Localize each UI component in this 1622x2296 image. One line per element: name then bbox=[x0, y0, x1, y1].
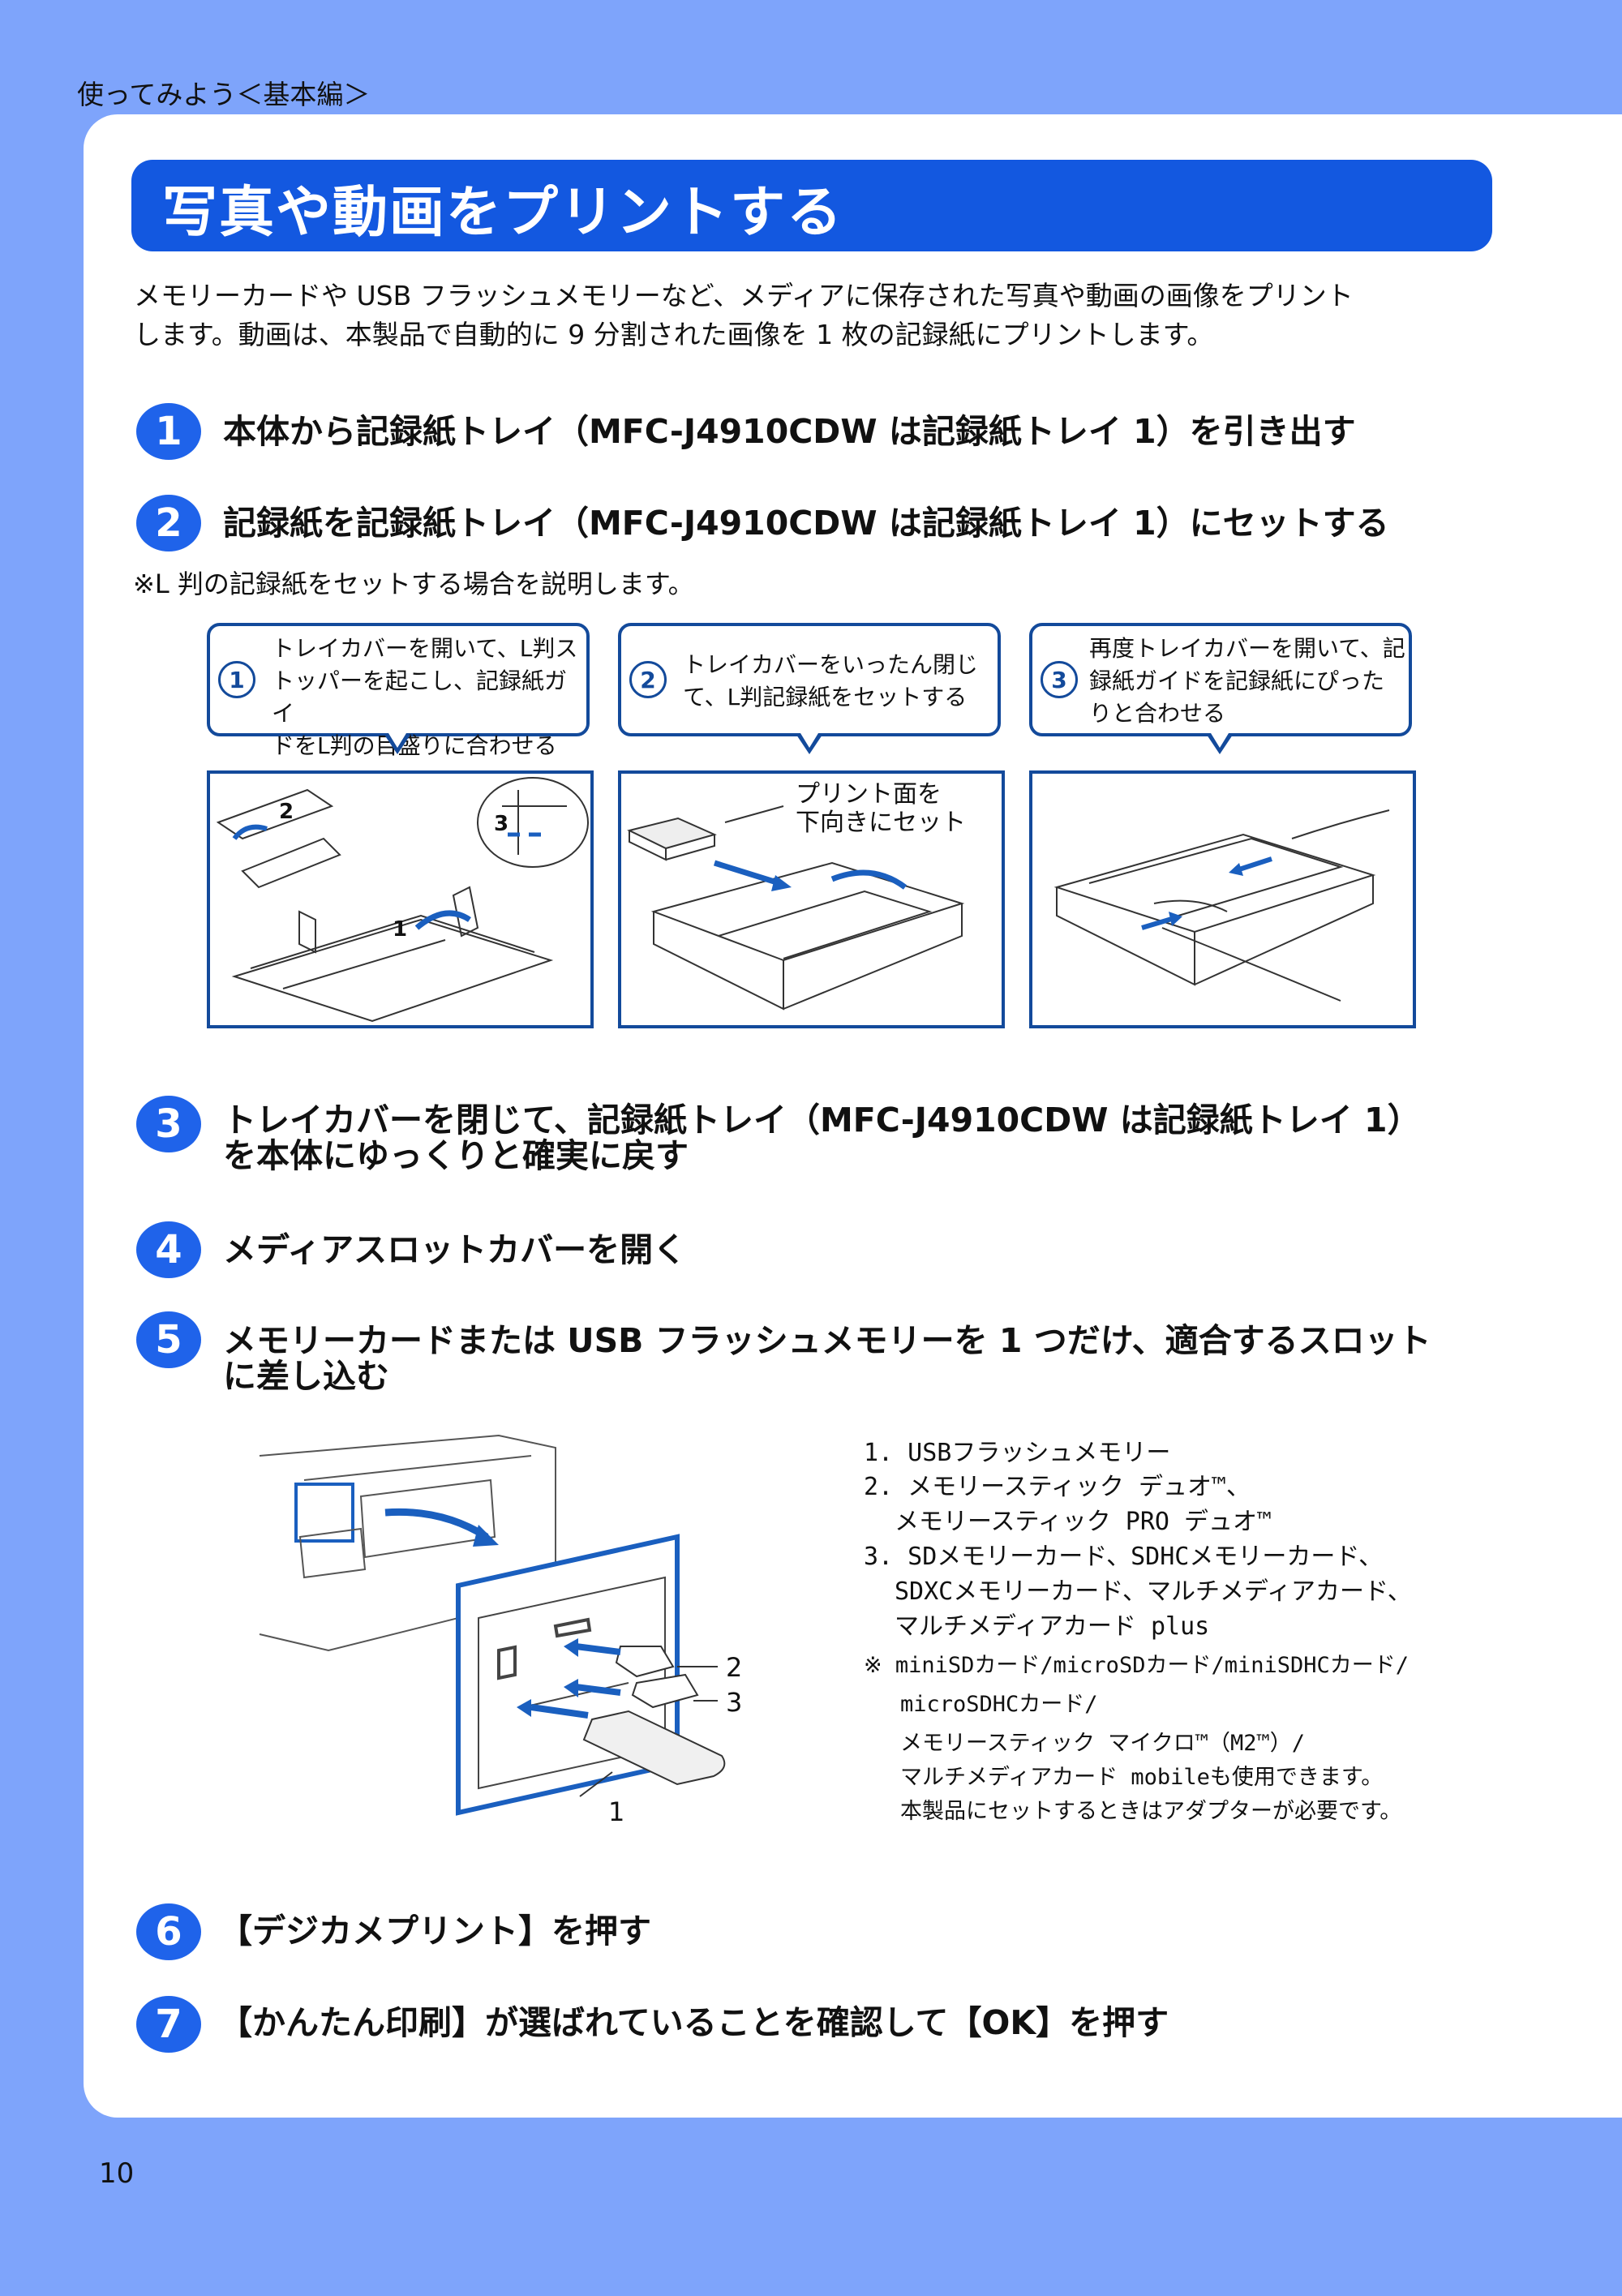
page-number: 10 bbox=[99, 2157, 135, 2190]
fig1-label-1: 1 bbox=[393, 917, 407, 942]
callout-3-number: 3 bbox=[1041, 661, 1078, 698]
step-1-badge: 1 bbox=[136, 403, 201, 460]
step-6-text: 【デジカメプリント】を押す bbox=[219, 1912, 651, 1951]
callout-3-line-1: 再度トレイカバーを開いて、記 bbox=[1089, 635, 1405, 662]
callout-3-pointer-fill bbox=[1211, 733, 1229, 748]
step-1-text: 本体から記録紙トレイ（MFC-J4910CDW は記録紙トレイ 1）を引き出す bbox=[223, 412, 1356, 451]
callout-3-line-2: 録紙ガイドを記録紙にぴった bbox=[1089, 667, 1385, 694]
callout-2-pointer-fill bbox=[800, 733, 818, 748]
media-note-line-1: ※ miniSDカード/microSDカード/miniSDHCカード/ bbox=[864, 1653, 1410, 1678]
media-label-3: 3 bbox=[726, 1687, 742, 1718]
media-list-item-1: 1. USBフラッシュメモリー bbox=[864, 1439, 1171, 1467]
callout-3: 3 再度トレイカバーを開いて、記 録紙ガイドを記録紙にぴった りと合わせる bbox=[1029, 623, 1412, 736]
step-7-text: 【かんたん印刷】が選ばれていることを確認して【OK】を押す bbox=[219, 2003, 1169, 2042]
fig1-label-3: 3 bbox=[494, 812, 508, 836]
tray-illustration-2: プリント面を 下向きにセット bbox=[627, 780, 966, 1011]
media-note-line-5: 本製品にセットするときはアダプターが必要です。 bbox=[900, 1799, 1402, 1824]
tray-figure-1: 2 3 1 bbox=[207, 770, 594, 1028]
callout-3-text: 再度トレイカバーを開いて、記 録紙ガイドを記録紙にぴった りと合わせる bbox=[1089, 633, 1405, 730]
media-note-line-2: microSDHCカード/ bbox=[900, 1692, 1098, 1717]
callout-1-number: 1 bbox=[218, 661, 255, 698]
step-2-text: 記録紙を記録紙トレイ（MFC-J4910CDW は記録紙トレイ 1）にセットする bbox=[223, 504, 1389, 543]
step-5-text-line-2: に差し込む bbox=[223, 1357, 389, 1396]
step-3-text-line-2: を本体にゆっくりと確実に戻す bbox=[223, 1136, 689, 1175]
step-4-badge: 4 bbox=[136, 1221, 201, 1278]
media-slot-illustration: 2 3 1 bbox=[259, 1434, 742, 1827]
content-panel bbox=[84, 114, 1622, 2118]
media-list-item-3c: マルチメディアカード plus bbox=[895, 1612, 1210, 1641]
media-list-item-2b: メモリースティック PRO デュオ™ bbox=[895, 1508, 1272, 1536]
step-3-badge: 3 bbox=[136, 1096, 201, 1152]
intro-line-1: メモリーカードや USB フラッシュメモリーなど、メディアに保存された写真や動画… bbox=[134, 280, 1354, 311]
title-bar bbox=[131, 160, 1492, 251]
media-list-item-3a: 3. SDメモリーカード、SDHCメモリーカード、 bbox=[864, 1543, 1384, 1571]
media-note-line-3: メモリースティック マイクロ™（M2™）/ bbox=[900, 1731, 1306, 1756]
callout-2: 2 トレイカバーをいったん閉じ て、L判記録紙をセットする bbox=[618, 623, 1001, 736]
step-7-badge: 7 bbox=[136, 1996, 201, 2053]
callout-1-line-3: ドをL判の目盛りに合わせる bbox=[272, 732, 557, 759]
callout-2-number: 2 bbox=[629, 661, 667, 698]
fig2-label-line-2: 下向きにセット bbox=[796, 809, 966, 837]
step-4-text: メディアスロットカバーを開く bbox=[223, 1230, 687, 1269]
media-label-2: 2 bbox=[726, 1652, 742, 1683]
section-header: 使ってみよう＜基本編＞ bbox=[77, 79, 371, 110]
step-5-text-line-1: メモリーカードまたは USB フラッシュメモリーを 1 つだけ、適合するスロット bbox=[223, 1321, 1431, 1360]
tray-figure-2: プリント面を 下向きにセット bbox=[618, 770, 1005, 1028]
media-note-line-4: マルチメディアカード mobileも使用できます。 bbox=[900, 1765, 1384, 1790]
media-label-1: 1 bbox=[608, 1796, 624, 1827]
step-6-badge: 6 bbox=[136, 1903, 201, 1960]
step-2-badge: 2 bbox=[136, 495, 201, 551]
tray-illustration-1: 2 3 1 bbox=[216, 777, 589, 1023]
callout-1: 1 トレイカバーを開いて、L判ス トッパーを起こし、記録紙ガイ ドをL判の目盛り… bbox=[207, 623, 590, 759]
page-title: 写真や動画をプリントする bbox=[162, 181, 844, 245]
step-2-note: ※L 判の記録紙をセットする場合を説明します。 bbox=[133, 569, 694, 599]
callout-1-line-2: トッパーを起こし、記録紙ガイ bbox=[272, 667, 568, 727]
callout-2-line-2: て、L判記録紙をセットする bbox=[683, 684, 968, 710]
step-5-badge: 5 bbox=[136, 1311, 201, 1368]
callout-1-text: トレイカバーを開いて、L判ス トッパーを起こし、記録紙ガイ ドをL判の目盛りに合… bbox=[272, 633, 586, 762]
tray-illustration-3 bbox=[1053, 809, 1390, 1002]
media-list-item-3b: SDXCメモリーカード、マルチメディアカード、 bbox=[895, 1577, 1412, 1606]
tray-figure-3 bbox=[1029, 770, 1416, 1028]
fig2-label-line-1: プリント面を bbox=[796, 780, 942, 809]
media-slot-figure: 2 3 1 bbox=[255, 1431, 839, 1853]
intro-line-2: します。動画は、本製品で自動的に 9 分割された画像を 1 枚の記録紙にプリント… bbox=[134, 319, 1214, 350]
media-list-item-2a: 2. メモリースティック デュオ™、 bbox=[864, 1473, 1251, 1501]
callout-3-line-3: りと合わせる bbox=[1089, 700, 1226, 727]
fig1-label-2: 2 bbox=[279, 800, 294, 824]
callout-1-line-1: トレイカバーを開いて、L判ス bbox=[272, 635, 578, 662]
callout-2-line-1: トレイカバーをいったん閉じ bbox=[683, 651, 979, 678]
callout-1-pointer-fill bbox=[388, 733, 406, 748]
callout-2-text: トレイカバーをいったん閉じ て、L判記録紙をセットする bbox=[683, 649, 978, 714]
step-3-text-line-1: トレイカバーを閉じて、記録紙トレイ（MFC-J4910CDW は記録紙トレイ 1… bbox=[223, 1101, 1421, 1139]
